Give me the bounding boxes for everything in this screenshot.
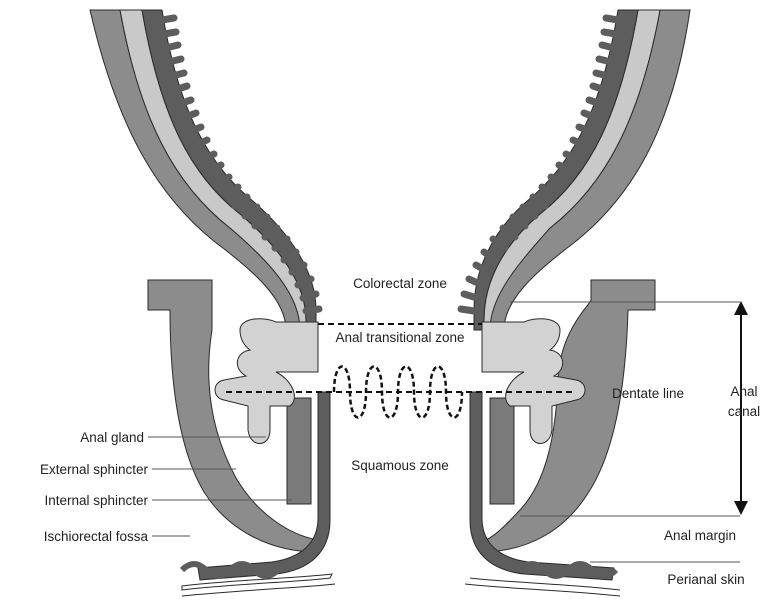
right-internal-sphincter bbox=[490, 398, 514, 504]
label-anal-margin: Anal margin bbox=[664, 528, 736, 543]
label-anal-canal-2: canal bbox=[728, 404, 760, 419]
left-internal-sphincter bbox=[287, 398, 311, 504]
label-dentate-line: Dentate line bbox=[612, 386, 684, 401]
label-anal-canal-1: Anal bbox=[730, 384, 757, 399]
label-colorectal-zone: Colorectal zone bbox=[353, 276, 447, 291]
left-anal-wall bbox=[90, 10, 335, 596]
label-squamous-zone: Squamous zone bbox=[351, 458, 449, 473]
label-ischiorectal-fossa: Ischiorectal fossa bbox=[44, 529, 149, 544]
label-external-sphincter: External sphincter bbox=[40, 462, 149, 477]
right-anal-wall bbox=[461, 10, 690, 596]
label-anal-transitional-zone: Anal transitional zone bbox=[335, 330, 464, 345]
label-anal-gland: Anal gland bbox=[80, 430, 144, 445]
squamous-folds bbox=[334, 367, 462, 418]
right-perianal-skin bbox=[465, 578, 620, 596]
label-perianal-skin: Perianal skin bbox=[667, 572, 744, 587]
label-internal-sphincter: Internal sphincter bbox=[44, 493, 148, 508]
